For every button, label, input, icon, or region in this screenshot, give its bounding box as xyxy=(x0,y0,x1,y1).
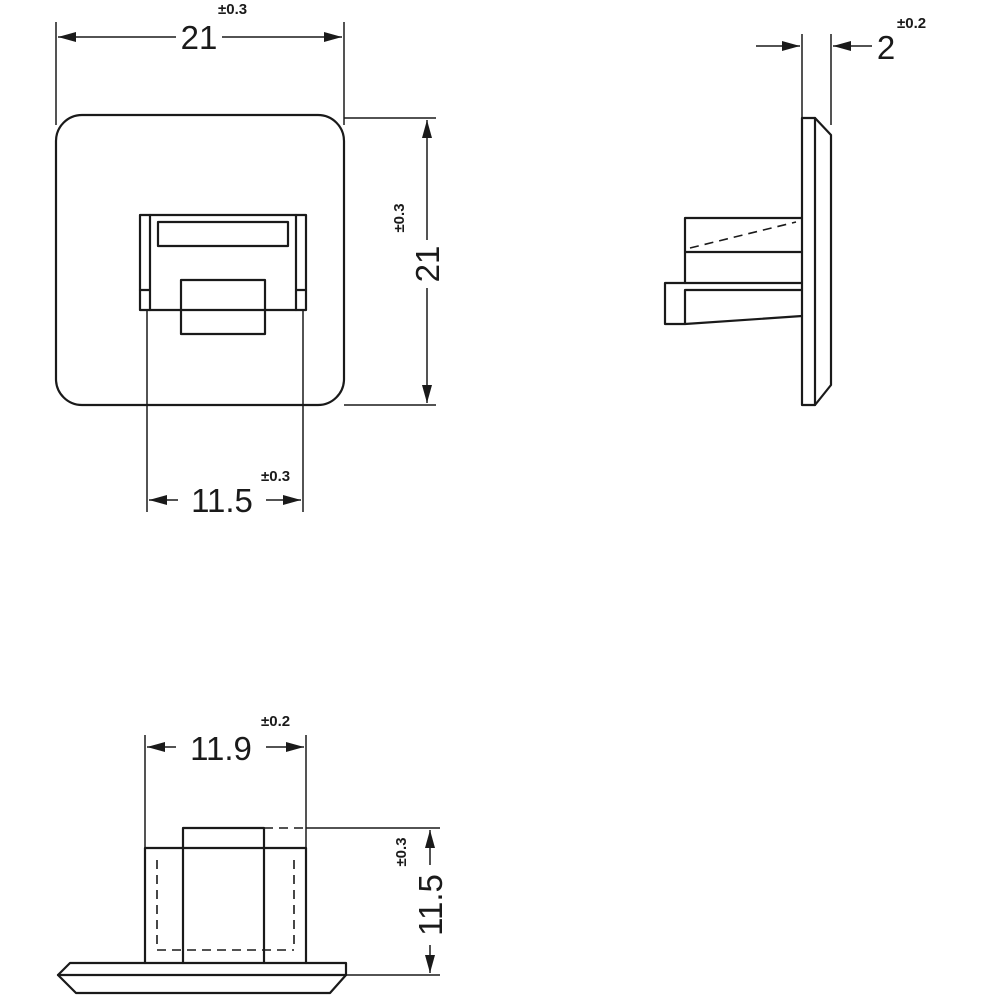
bottom-height-value: 11.5 xyxy=(412,874,449,936)
side-flange xyxy=(800,116,833,407)
front-height-value: 21 xyxy=(409,246,446,283)
side-view xyxy=(663,116,833,407)
front-slot-width-tolerance: ±0.3 xyxy=(261,468,290,485)
bottom-view xyxy=(56,826,348,995)
side-thickness-value: 2 xyxy=(877,29,895,66)
bottom-flange xyxy=(56,961,348,995)
front-latch-block xyxy=(179,278,267,336)
dim-bottom-height: 11.5 ±0.3 xyxy=(306,827,449,976)
side-body-upper xyxy=(683,216,804,285)
bottom-width-tolerance: ±0.2 xyxy=(261,713,290,730)
dim-bottom-width: 11.9 ±0.2 xyxy=(144,713,307,848)
front-height-tolerance: ±0.3 xyxy=(391,203,408,232)
bottom-latch xyxy=(181,826,266,965)
dim-front-slot-width: 11.5 ±0.3 xyxy=(146,310,304,519)
side-thickness-tolerance: ±0.2 xyxy=(897,15,926,32)
front-slot-inner-sides xyxy=(138,213,308,312)
front-plate-outline xyxy=(54,113,346,407)
front-width-tolerance: ±0.3 xyxy=(218,1,247,18)
front-slot-width-value: 11.5 xyxy=(191,482,253,519)
side-body-lower xyxy=(663,281,804,326)
bottom-body xyxy=(143,846,308,965)
dim-front-width: 21 ±0.3 xyxy=(55,1,345,125)
bottom-width-value: 11.9 xyxy=(190,730,252,767)
side-hidden-edge xyxy=(689,221,797,249)
front-slot-top-tab xyxy=(156,220,290,248)
front-slot-outline xyxy=(138,213,308,312)
front-width-value: 21 xyxy=(181,19,218,56)
dim-front-height: 21 ±0.3 xyxy=(344,117,446,406)
bottom-height-tolerance: ±0.3 xyxy=(393,837,410,866)
dim-side-thickness: 2 ±0.2 xyxy=(756,15,926,125)
bottom-hidden-lines xyxy=(156,827,306,951)
front-view xyxy=(54,113,346,407)
